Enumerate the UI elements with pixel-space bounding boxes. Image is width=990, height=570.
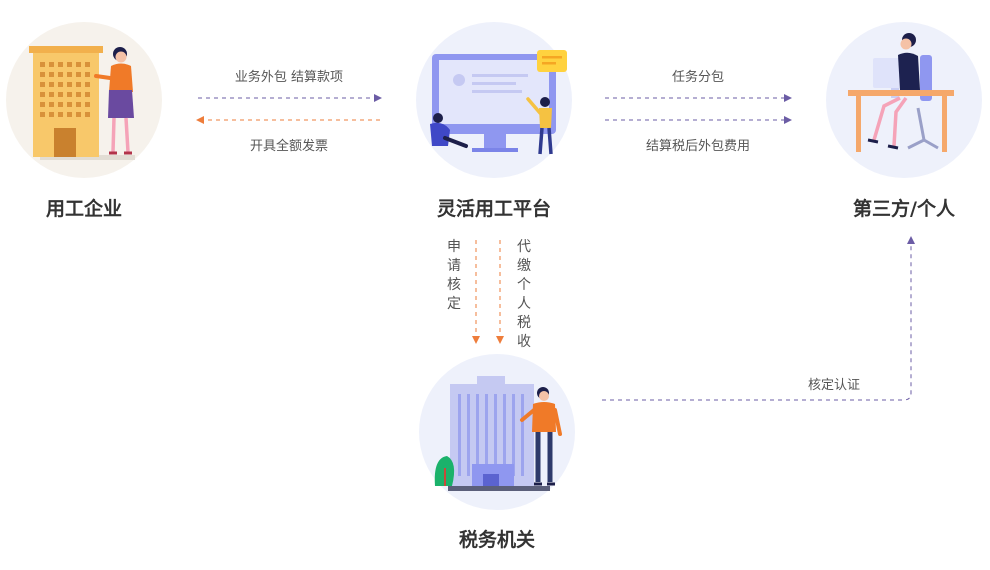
label-tax-to-individual: 核定认证 [807, 378, 861, 393]
label-enterprise-to-platform: 业务外包 结算款项 [234, 70, 344, 85]
platform-illustration [416, 22, 572, 178]
label-platform-to-enterprise: 开具全额发票 [249, 139, 329, 154]
label-platform-to-individual-pay: 结算税后外包费用 [645, 139, 751, 154]
individual-illustration [826, 22, 982, 178]
label-platform-to-tax-pay: 代缴个人税收 [517, 239, 531, 350]
tax-bureau-title: 税务机关 [458, 529, 536, 551]
individual-title: 第三方/个人 [853, 198, 955, 220]
tax-bureau-illustration [419, 354, 575, 510]
platform-title: 灵活用工平台 [436, 198, 552, 220]
enterprise-title: 用工企业 [45, 198, 123, 220]
arrow-tax-to-individual [602, 236, 915, 401]
label-platform-to-tax-apply: 申请核定 [447, 239, 461, 312]
enterprise-illustration [6, 22, 162, 178]
label-platform-to-individual-task: 任务分包 [671, 70, 725, 85]
